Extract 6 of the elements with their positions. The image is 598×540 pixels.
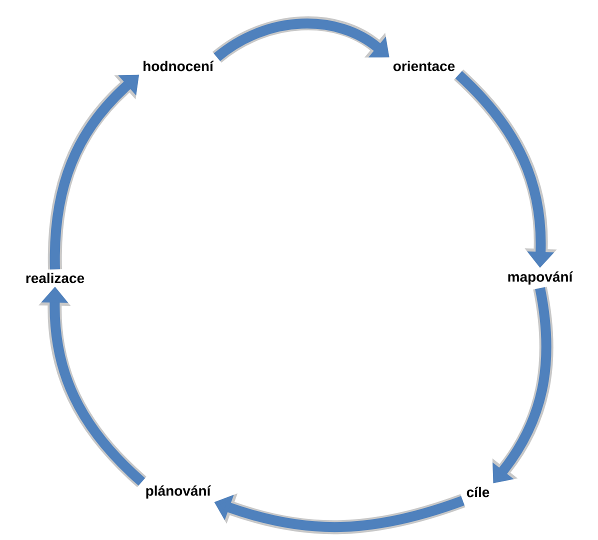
step-label: orientace [393,60,455,72]
step-label: hodnocení [144,60,214,72]
step-label: cíle [466,486,490,498]
step-label: plánování [146,485,212,499]
step-label: realizace [26,272,84,284]
step-label: mapování [508,271,574,285]
